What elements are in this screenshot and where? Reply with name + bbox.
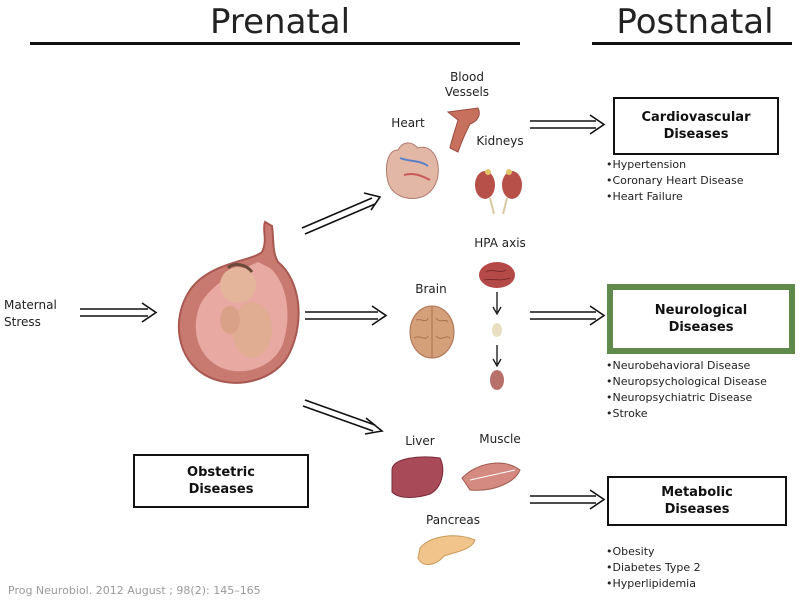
metabolic-box-line1: Metabolic — [661, 485, 733, 500]
list-item: Neurobehavioral Disease — [606, 358, 800, 374]
heart-label: Heart — [391, 116, 425, 130]
heart-illustration — [385, 142, 439, 199]
metabolic-diseases-box: Metabolic Diseases — [607, 476, 787, 526]
double-arrow-stress-to-womb — [80, 302, 158, 323]
list-item: Obesity — [606, 544, 796, 560]
list-item: Heart Failure — [606, 189, 796, 205]
neurological-diseases-box: Neurological Diseases — [607, 284, 795, 354]
citation: Prog Neurobiol. 2012 August ; 98(2): 145… — [8, 584, 261, 597]
pancreas-illustration — [417, 535, 476, 565]
liver-label: Liver — [405, 434, 435, 448]
cardiovascular-diseases-box: Cardiovascular Diseases — [613, 97, 779, 155]
list-item: Hypertension — [606, 157, 796, 173]
maternal-stress-line1: Maternal — [4, 298, 57, 312]
prenatal-header: Prenatal — [209, 2, 351, 42]
womb-fetus-illustration — [177, 220, 300, 384]
hpa-axis-label: HPA axis — [474, 236, 526, 250]
cardiovascular-box-line2: Diseases — [663, 127, 729, 142]
double-arrow-to-liver — [302, 399, 384, 435]
cardiovascular-list: Hypertension Coronary Heart Disease Hear… — [606, 157, 796, 205]
double-arrow-to-neurological — [530, 305, 606, 326]
obstetric-box-line1: Obstetric — [187, 465, 255, 480]
metabolic-box-line2: Diseases — [664, 502, 730, 517]
muscle-label: Muscle — [479, 432, 521, 446]
postnatal-header: Postnatal — [616, 2, 774, 42]
brain-illustration — [409, 305, 455, 359]
pancreas-label: Pancreas — [426, 513, 480, 527]
blood-vessels-label: Blood Vessels — [432, 70, 502, 100]
postnatal-underline — [592, 42, 792, 45]
list-item: Stroke — [606, 406, 800, 422]
obstetric-diseases-box: Obstetric Diseases — [133, 454, 309, 508]
prenatal-underline — [30, 42, 520, 45]
blood-vessels-illustration — [446, 107, 480, 153]
kidneys-label: Kidneys — [476, 134, 524, 148]
liver-illustration — [391, 456, 444, 498]
brain-label: Brain — [415, 282, 447, 296]
double-arrow-to-brain — [305, 305, 388, 326]
list-item: Coronary Heart Disease — [606, 173, 796, 189]
cardiovascular-box-line1: Cardiovascular — [641, 110, 751, 125]
blood-vessels-line2: Vessels — [444, 85, 490, 99]
muscle-illustration — [461, 462, 521, 491]
maternal-stress-label: Maternal Stress — [4, 297, 64, 331]
double-arrow-to-cardiovascular — [530, 114, 606, 135]
metabolic-list: Obesity Diabetes Type 2 Hyperlipidemia — [606, 544, 796, 592]
double-arrow-to-heart — [301, 192, 382, 235]
kidneys-illustration — [475, 169, 522, 215]
maternal-stress-line2: Stress — [4, 315, 41, 329]
neurological-box-line1: Neurological — [654, 303, 748, 318]
obstetric-box-line2: Diseases — [188, 482, 254, 497]
neurological-box-line2: Diseases — [668, 320, 734, 335]
list-item: Hyperlipidemia — [606, 576, 796, 592]
hpa-axis-illustration — [479, 262, 515, 390]
blood-vessels-line1: Blood — [450, 70, 484, 84]
list-item: Neuropsychological Disease — [606, 374, 800, 390]
neurological-list: Neurobehavioral Disease Neuropsychologic… — [606, 358, 800, 422]
double-arrow-to-metabolic — [530, 489, 606, 510]
list-item: Neuropsychiatric Disease — [606, 390, 800, 406]
list-item: Diabetes Type 2 — [606, 560, 796, 576]
